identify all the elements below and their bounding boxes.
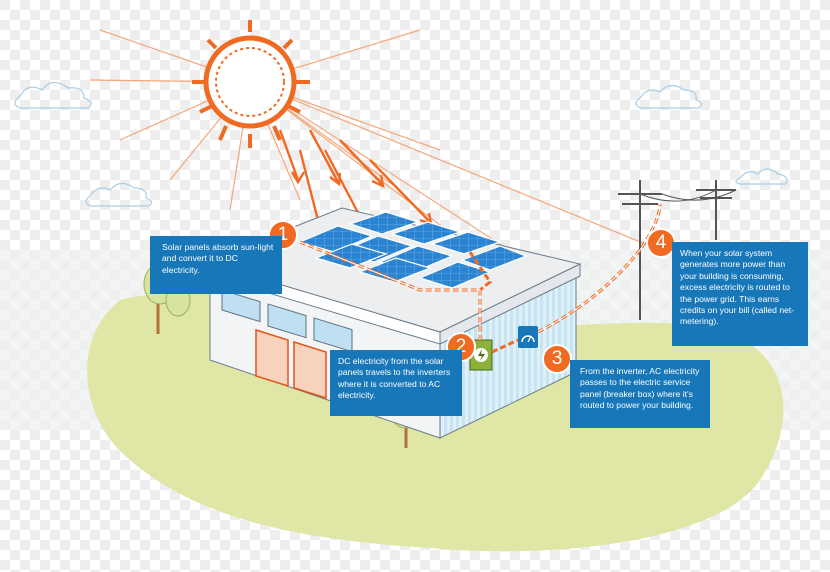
step-4-badge: 4 bbox=[646, 228, 676, 258]
step-3-badge: 3 bbox=[542, 344, 572, 374]
step-4-callout: When your solar system generates more po… bbox=[672, 242, 808, 346]
cloud-icon bbox=[14, 81, 788, 207]
step-2-callout: DC electricity from the solar panels tra… bbox=[330, 350, 462, 416]
step-3-callout: From the inverter, AC electricity passes… bbox=[570, 360, 710, 428]
sun-icon bbox=[192, 20, 310, 148]
service-panel-icon bbox=[518, 326, 538, 348]
step-1-callout: Solar panels absorb sun-light and conver… bbox=[150, 236, 282, 294]
